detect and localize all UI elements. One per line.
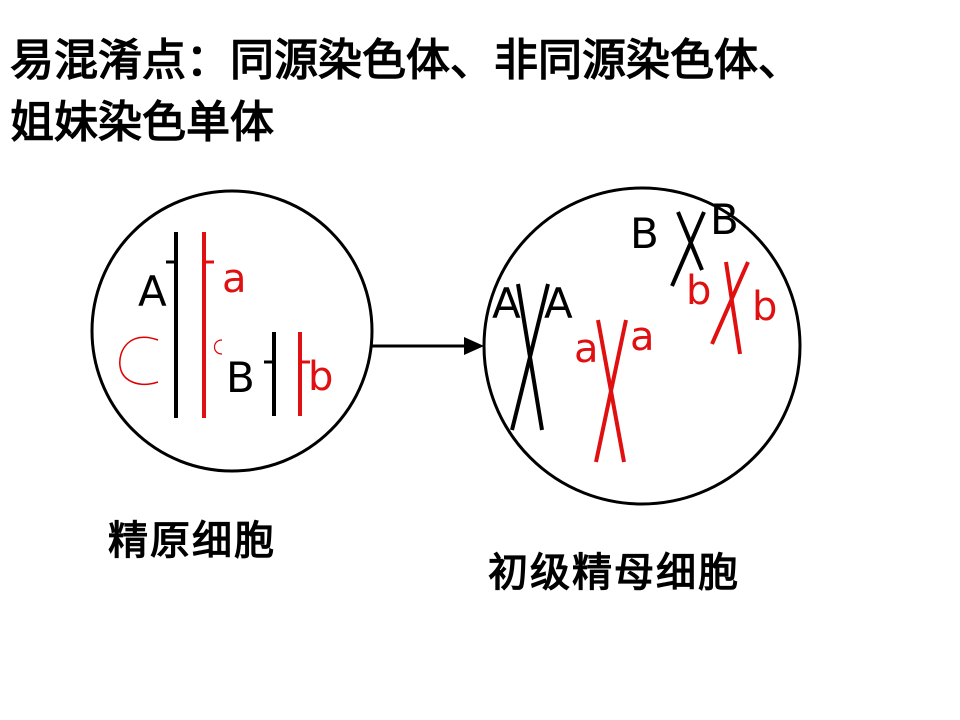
chromatid-b-1 bbox=[724, 261, 742, 355]
cell-membrane-1 bbox=[90, 189, 374, 473]
title-line-2: 姐妹染色单体 bbox=[10, 97, 274, 148]
handdrawn-small-annotation bbox=[213, 339, 223, 355]
label-a-right: a bbox=[630, 314, 655, 360]
chromatid-b-2 bbox=[710, 261, 750, 345]
chromatid-B-2 bbox=[670, 211, 706, 287]
transition-arrow bbox=[372, 337, 484, 355]
title-line-1: 易混淆点：同源染色体、非同源染色体、 bbox=[10, 35, 802, 86]
caption-primary-spermatocyte: 初级精母细胞 bbox=[488, 549, 740, 596]
label-A-right: A bbox=[544, 279, 573, 328]
label-A: A bbox=[138, 267, 167, 316]
caption-spermatogonium: 精原细胞 bbox=[108, 517, 276, 564]
label-B-right: B bbox=[710, 195, 739, 244]
label-b-right: b bbox=[752, 284, 777, 330]
label-a-left: a bbox=[574, 326, 599, 372]
primary-spermatocyte-cell: A A a a B B b b bbox=[482, 186, 802, 506]
chromatid-A-2 bbox=[510, 283, 550, 431]
spermatogonium-cell: A a B b bbox=[90, 189, 374, 473]
label-b-left: b bbox=[686, 268, 711, 314]
label-B-left: B bbox=[630, 209, 659, 258]
handdrawn-bracket-annotation bbox=[119, 336, 159, 386]
label-A-left: A bbox=[492, 279, 521, 328]
cell-membrane-2 bbox=[482, 186, 802, 506]
label-b: b bbox=[308, 354, 333, 400]
slide-title: 易混淆点：同源染色体、非同源染色体、 姐妹染色单体 bbox=[10, 30, 955, 154]
chromatid-a-2 bbox=[594, 319, 628, 463]
label-B: B bbox=[226, 353, 255, 402]
label-a: a bbox=[222, 256, 247, 302]
